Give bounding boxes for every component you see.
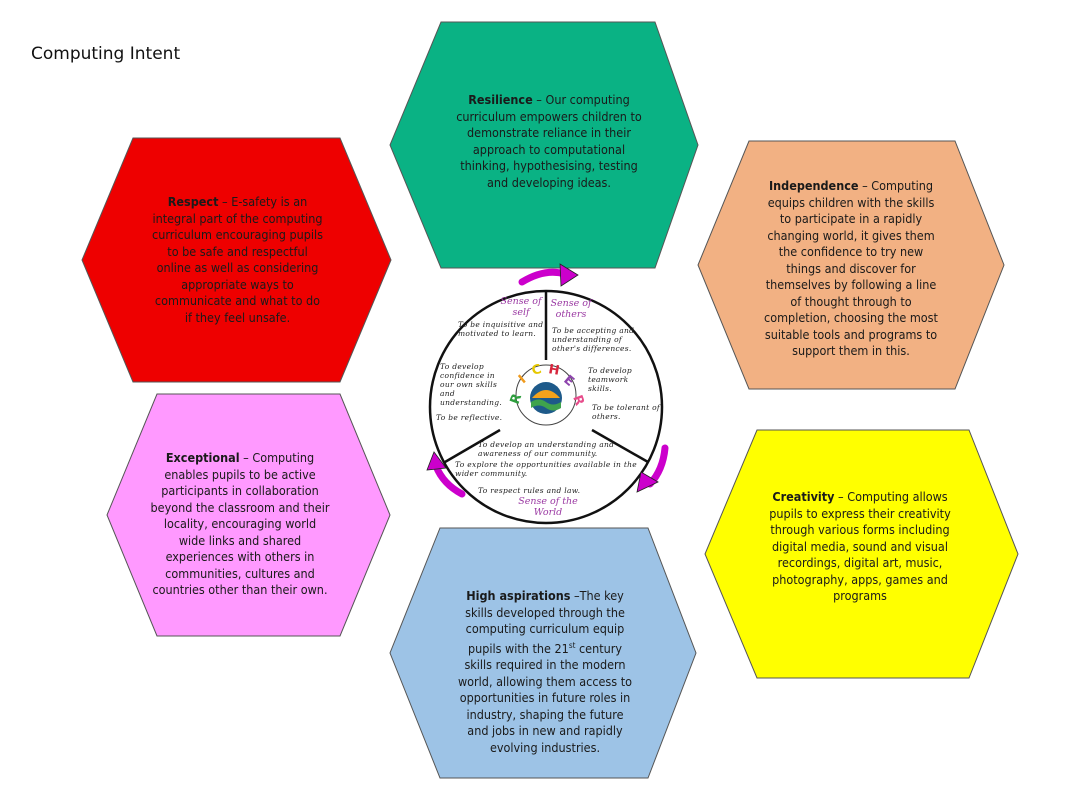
statement-tolerant: To be tolerant of others. [592,403,660,421]
hex-creativity [704,429,1019,679]
body-independence: – Computing equips children with the ski… [764,178,938,358]
statement-accepting: To be accepting and understanding of oth… [552,326,635,353]
body-resilience: – Our computing curriculum empowers chil… [456,92,642,190]
body-respect: – E-safety is an integral part of the co… [152,194,323,325]
wheel-divider-right [591,428,649,464]
hex-text-resilience: Resilience – Our computing curriculum em… [456,92,642,191]
wheel-divider-left [444,428,501,464]
heading-exceptional: Exceptional [165,450,240,465]
school-logo-wave [531,399,561,411]
heading-independence: Independence [768,178,859,193]
heading-resilience: Resilience [468,92,533,107]
heading-aspirations: High aspirations [466,588,571,603]
hex-text-creativity: Creativity – Computing allows pupils to … [767,489,953,605]
statement-rules: To respect rules and law. [478,486,581,495]
arrow-left-head [426,451,447,471]
section-label-others: Sense of others [550,298,592,320]
hex-text-independence: Independence – Computing equips children… [761,178,941,360]
body-aspirations-b: century skills required in the modern wo… [457,640,633,755]
hex-resilience [389,21,699,269]
statement-confidence: To develop confidence in our own skills … [440,362,503,407]
statement-understanding: To develop an understanding and awarenes… [478,440,615,458]
heading-respect: Respect [167,194,219,209]
heading-creativity: Creativity [772,489,835,504]
richer-letter-r1: R [508,392,526,407]
hex-exceptional [106,393,391,637]
richer-letter-h: H [547,362,560,379]
hex-text-aspirations: High aspirations –The key skills develop… [455,588,635,756]
section-label-self: Sense of self [500,296,542,318]
hex-respect [81,137,392,383]
body-aspirations-a: –The key skills developed through the co… [465,588,625,656]
hex-independence [697,140,1005,390]
body-creativity: – Computing allows pupils to express the… [769,489,951,603]
hex-aspirations [389,527,697,779]
statement-reflective: To be reflective. [436,413,503,422]
hex-text-exceptional: Exceptional – Computing enables pupils t… [150,450,330,599]
richer-letter-r2: R [569,393,587,408]
hex-text-respect: Respect – E-safety is an integral part o… [150,194,325,326]
page-title: Computing Intent [31,44,181,64]
statement-inquisitive: To be inquisitive and motivated to learn… [458,320,544,338]
statement-teamwork: To develop teamwork skills. [588,366,632,393]
section-label-world: Sense of the World [518,496,578,518]
school-logo-sun [532,390,560,398]
body-exceptional: – Computing enables pupils to be active … [150,450,330,597]
richer-letter-c: C [530,362,543,379]
arrow-right-head [636,471,659,493]
arrow-top [518,268,569,286]
body-aspirations-sup: st [568,640,576,650]
statement-opportunities: To explore the opportunities available i… [455,460,638,478]
arrow-top-head [559,263,579,287]
